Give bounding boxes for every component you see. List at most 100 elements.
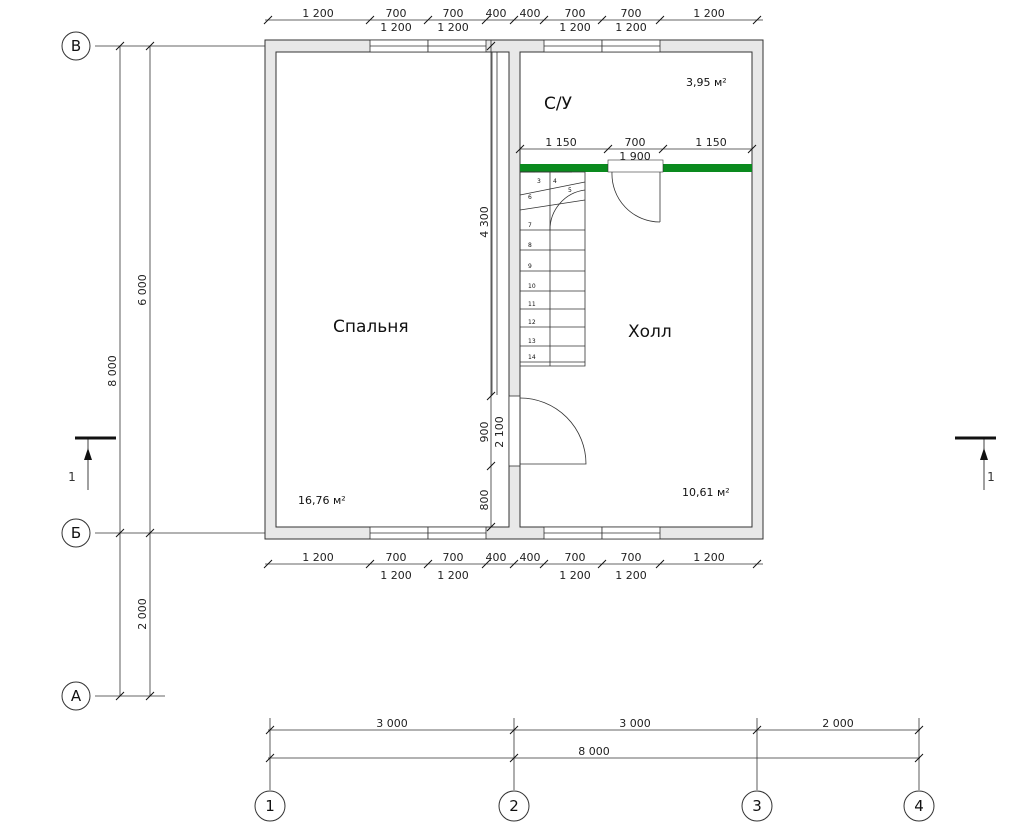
dimension-tick: [423, 15, 433, 25]
window-bottom-2: [427, 526, 487, 540]
dimension-tick: [145, 41, 155, 51]
stair-winder: [519, 181, 586, 196]
room-area-bathroom: 3,95 м²: [686, 76, 727, 89]
section-mark-label: 1: [987, 470, 995, 484]
stair-winder-arc: [549, 189, 586, 231]
dimension-tick: [115, 691, 125, 701]
dimension-tick: [539, 559, 549, 569]
dimension-tick: [481, 559, 491, 569]
dimension-tick: [752, 725, 762, 735]
stair-step-number: 11: [528, 301, 536, 308]
dimension-lines: [95, 19, 920, 790]
dim-left-total: 8 000: [106, 355, 119, 387]
dimension-tick: [914, 725, 924, 735]
dimension-tick: [658, 144, 668, 154]
stair-step-number: 9: [528, 263, 532, 270]
axis-col-label: 4: [914, 797, 924, 815]
room-name-hall: Холл: [628, 322, 672, 342]
dimension-tick: [263, 559, 273, 569]
section-mark-label: 1: [68, 470, 76, 484]
dim-bottom-axis: 3 000: [619, 717, 651, 730]
dimension-tick: [509, 725, 519, 735]
room-area-bedroom: 16,76 м²: [298, 494, 346, 507]
dim-bottom-inner: 1 200: [559, 569, 591, 582]
dimension-tick: [265, 753, 275, 763]
dim-partition: 1 150: [545, 136, 577, 149]
dimension-tick: [145, 528, 155, 538]
dim-door-vertical: 800: [478, 490, 491, 511]
axis-row-label: Б: [71, 524, 81, 542]
dim-top-outer: 400: [486, 7, 507, 20]
room-name-bathroom: С/У: [544, 94, 573, 114]
dim-wall-vertical: 4 300: [478, 206, 491, 238]
dims-partition: 1 150 700 1 150 1 900: [545, 136, 727, 163]
dims-bottom-outer: 1 200 700 700 400 400 700 700 1 200 1 20…: [302, 551, 725, 582]
dimension-tick: [115, 41, 125, 51]
dimension-tick: [486, 461, 496, 471]
dimension-tick: [603, 144, 613, 154]
dimension-ticks: [115, 15, 924, 763]
dim-partition: 700: [625, 136, 646, 149]
dim-bottom-outer: 700: [621, 551, 642, 564]
dim-bottom-outer: 400: [520, 551, 541, 564]
dimension-tick: [265, 725, 275, 735]
dims-top-outer: 1 200 700 700 400 400 700 700 1 200 1 20…: [302, 7, 725, 34]
stair-winder: [519, 199, 586, 211]
window-top-1: [369, 39, 429, 53]
dim-top-outer: 700: [565, 7, 586, 20]
window-top-4: [601, 39, 661, 53]
axis-col-1: 1: [254, 790, 286, 822]
axis-col-label: 1: [265, 797, 275, 815]
dim-top-outer: 400: [520, 7, 541, 20]
window-top-2: [427, 39, 487, 53]
dimension-tick: [509, 15, 519, 25]
stair-step-number: 13: [528, 338, 536, 345]
dim-bottom-axis: 3 000: [376, 717, 408, 730]
dim-bottom-axis: 2 000: [822, 717, 854, 730]
dimension-tick: [365, 559, 375, 569]
stair-step-number: 4: [553, 178, 557, 185]
dim-bottom-outer: 400: [486, 551, 507, 564]
dim-door-vertical: 900: [478, 422, 491, 443]
dim-top-outer: 1 200: [693, 7, 725, 20]
dimension-tick: [263, 15, 273, 25]
axis-row-V: В: [61, 31, 91, 61]
dim-bottom-total: 8 000: [578, 745, 610, 758]
dim-top-inner: 1 200: [437, 21, 469, 34]
dimension-tick: [509, 753, 519, 763]
dim-partition-total: 1 900: [619, 150, 651, 163]
room-name-bedroom: Спальня: [333, 317, 409, 337]
dimension-tick: [365, 15, 375, 25]
stair-step-number: 10: [528, 283, 536, 290]
dim-bottom-outer: 700: [386, 551, 407, 564]
dim-bottom-inner: 1 200: [437, 569, 469, 582]
dim-top-outer: 700: [443, 7, 464, 20]
dimension-tick: [539, 15, 549, 25]
stair-step-number: 8: [528, 242, 532, 249]
stair-step-number: 12: [528, 319, 536, 326]
axis-col-4: 4: [903, 790, 935, 822]
axis-row-label: А: [71, 687, 82, 705]
dimension-tick: [747, 144, 757, 154]
window-bottom-1: [369, 526, 429, 540]
dimension-tick: [597, 559, 607, 569]
dimension-tick: [655, 559, 665, 569]
window-top-3: [543, 39, 603, 53]
dim-left-inner: 6 000: [136, 274, 149, 306]
dim-top-outer: 1 200: [302, 7, 334, 20]
dimension-tick: [509, 559, 519, 569]
dimension-tick: [486, 391, 496, 401]
dim-top-inner: 1 200: [380, 21, 412, 34]
room-area-hall: 10,61 м²: [682, 486, 730, 499]
axis-row-B: Б: [61, 518, 91, 548]
dimension-tick: [515, 144, 525, 154]
dimension-tick: [655, 15, 665, 25]
dim-top-inner: 1 200: [559, 21, 591, 34]
stair-step-number: 7: [528, 222, 532, 229]
stair-step-number: 3: [537, 178, 541, 185]
dim-partition: 1 150: [695, 136, 727, 149]
dimension-tick: [481, 15, 491, 25]
section-mark-left: 1: [68, 436, 116, 490]
